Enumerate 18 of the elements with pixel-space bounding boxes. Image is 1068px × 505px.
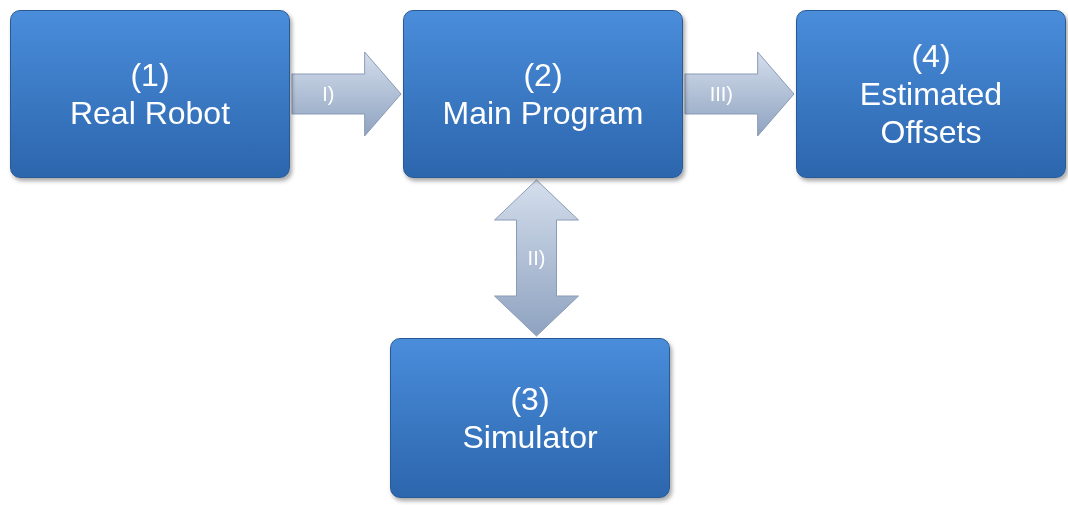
box-text: (1) xyxy=(130,56,170,94)
box-text: Simulator xyxy=(462,418,598,456)
block-arrow xyxy=(684,51,795,137)
edge-label: II) xyxy=(527,248,546,268)
process-box xyxy=(796,10,1066,178)
edge-label: III) xyxy=(709,84,733,104)
block-arrow xyxy=(494,179,579,337)
process-box xyxy=(10,10,290,178)
box-text: Estimated Offsets xyxy=(858,75,1004,151)
box-text: (4) xyxy=(911,37,951,75)
box-text: (3) xyxy=(510,380,550,418)
box-text: Main Program xyxy=(442,94,644,132)
process-box xyxy=(403,10,683,178)
process-box xyxy=(390,338,670,498)
box-text: Real Robot xyxy=(69,94,231,132)
block-arrow xyxy=(291,51,402,137)
edge-label: I) xyxy=(322,84,335,104)
box-text: (2) xyxy=(523,56,563,94)
